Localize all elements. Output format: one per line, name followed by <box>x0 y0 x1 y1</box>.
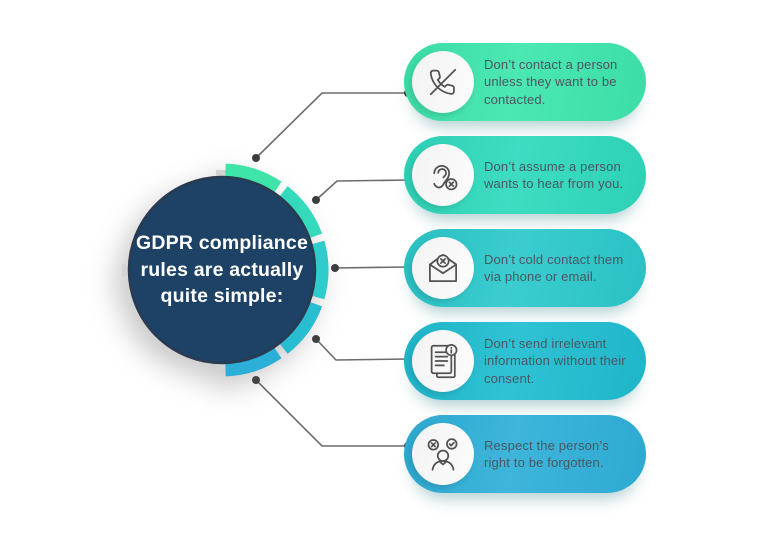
rule-text: Don’t assume a person wants to hear from… <box>484 158 624 192</box>
document-info-icon <box>412 330 474 392</box>
ring-segment-4 <box>279 301 323 354</box>
connector-dot <box>252 154 260 162</box>
ring-segment-3 <box>311 240 329 300</box>
rule-text: Don’t contact a person unless they want … <box>484 56 618 107</box>
connector-line-1 <box>255 92 408 159</box>
connector-dot <box>312 196 320 204</box>
rule-text: Don’t send irrelevant information withou… <box>484 335 626 386</box>
ring-segment-5 <box>225 347 282 377</box>
ear-dismiss-icon <box>412 144 474 206</box>
rule-text: Respect the person’s right to be forgott… <box>484 437 609 471</box>
rule-pill-5: Respect the person’s right to be forgott… <box>404 415 646 493</box>
connector-line-2 <box>315 179 410 201</box>
connector-dot <box>252 376 260 384</box>
rule-pill-3: Don’t cold contact them via phone or ema… <box>404 229 646 307</box>
ring-segment-1 <box>225 163 282 193</box>
rule-text: Don’t cold contact them via phone or ema… <box>484 251 624 285</box>
connector-line-4 <box>315 338 410 361</box>
connector-dot <box>331 264 339 272</box>
hub-disc <box>129 177 315 363</box>
ring-segment-2 <box>279 186 323 239</box>
rule-pill-2: Don’t assume a person wants to hear from… <box>404 136 646 214</box>
connector-line-3 <box>334 266 409 269</box>
person-forgotten-icon <box>412 423 474 485</box>
connector-line-5 <box>255 379 408 447</box>
hub-disc-border <box>127 175 317 365</box>
central-circle: GDPR compliance rules are actually quite… <box>112 160 332 380</box>
rule-pill-1: Don’t contact a person unless they want … <box>404 43 646 121</box>
email-blocked-icon <box>412 237 474 299</box>
connector-dot <box>312 335 320 343</box>
rule-pill-4: Don’t send irrelevant information withou… <box>404 322 646 400</box>
no-phone-icon <box>412 51 474 113</box>
page-title: GDPR compliance rules are actually quite… <box>135 231 309 308</box>
